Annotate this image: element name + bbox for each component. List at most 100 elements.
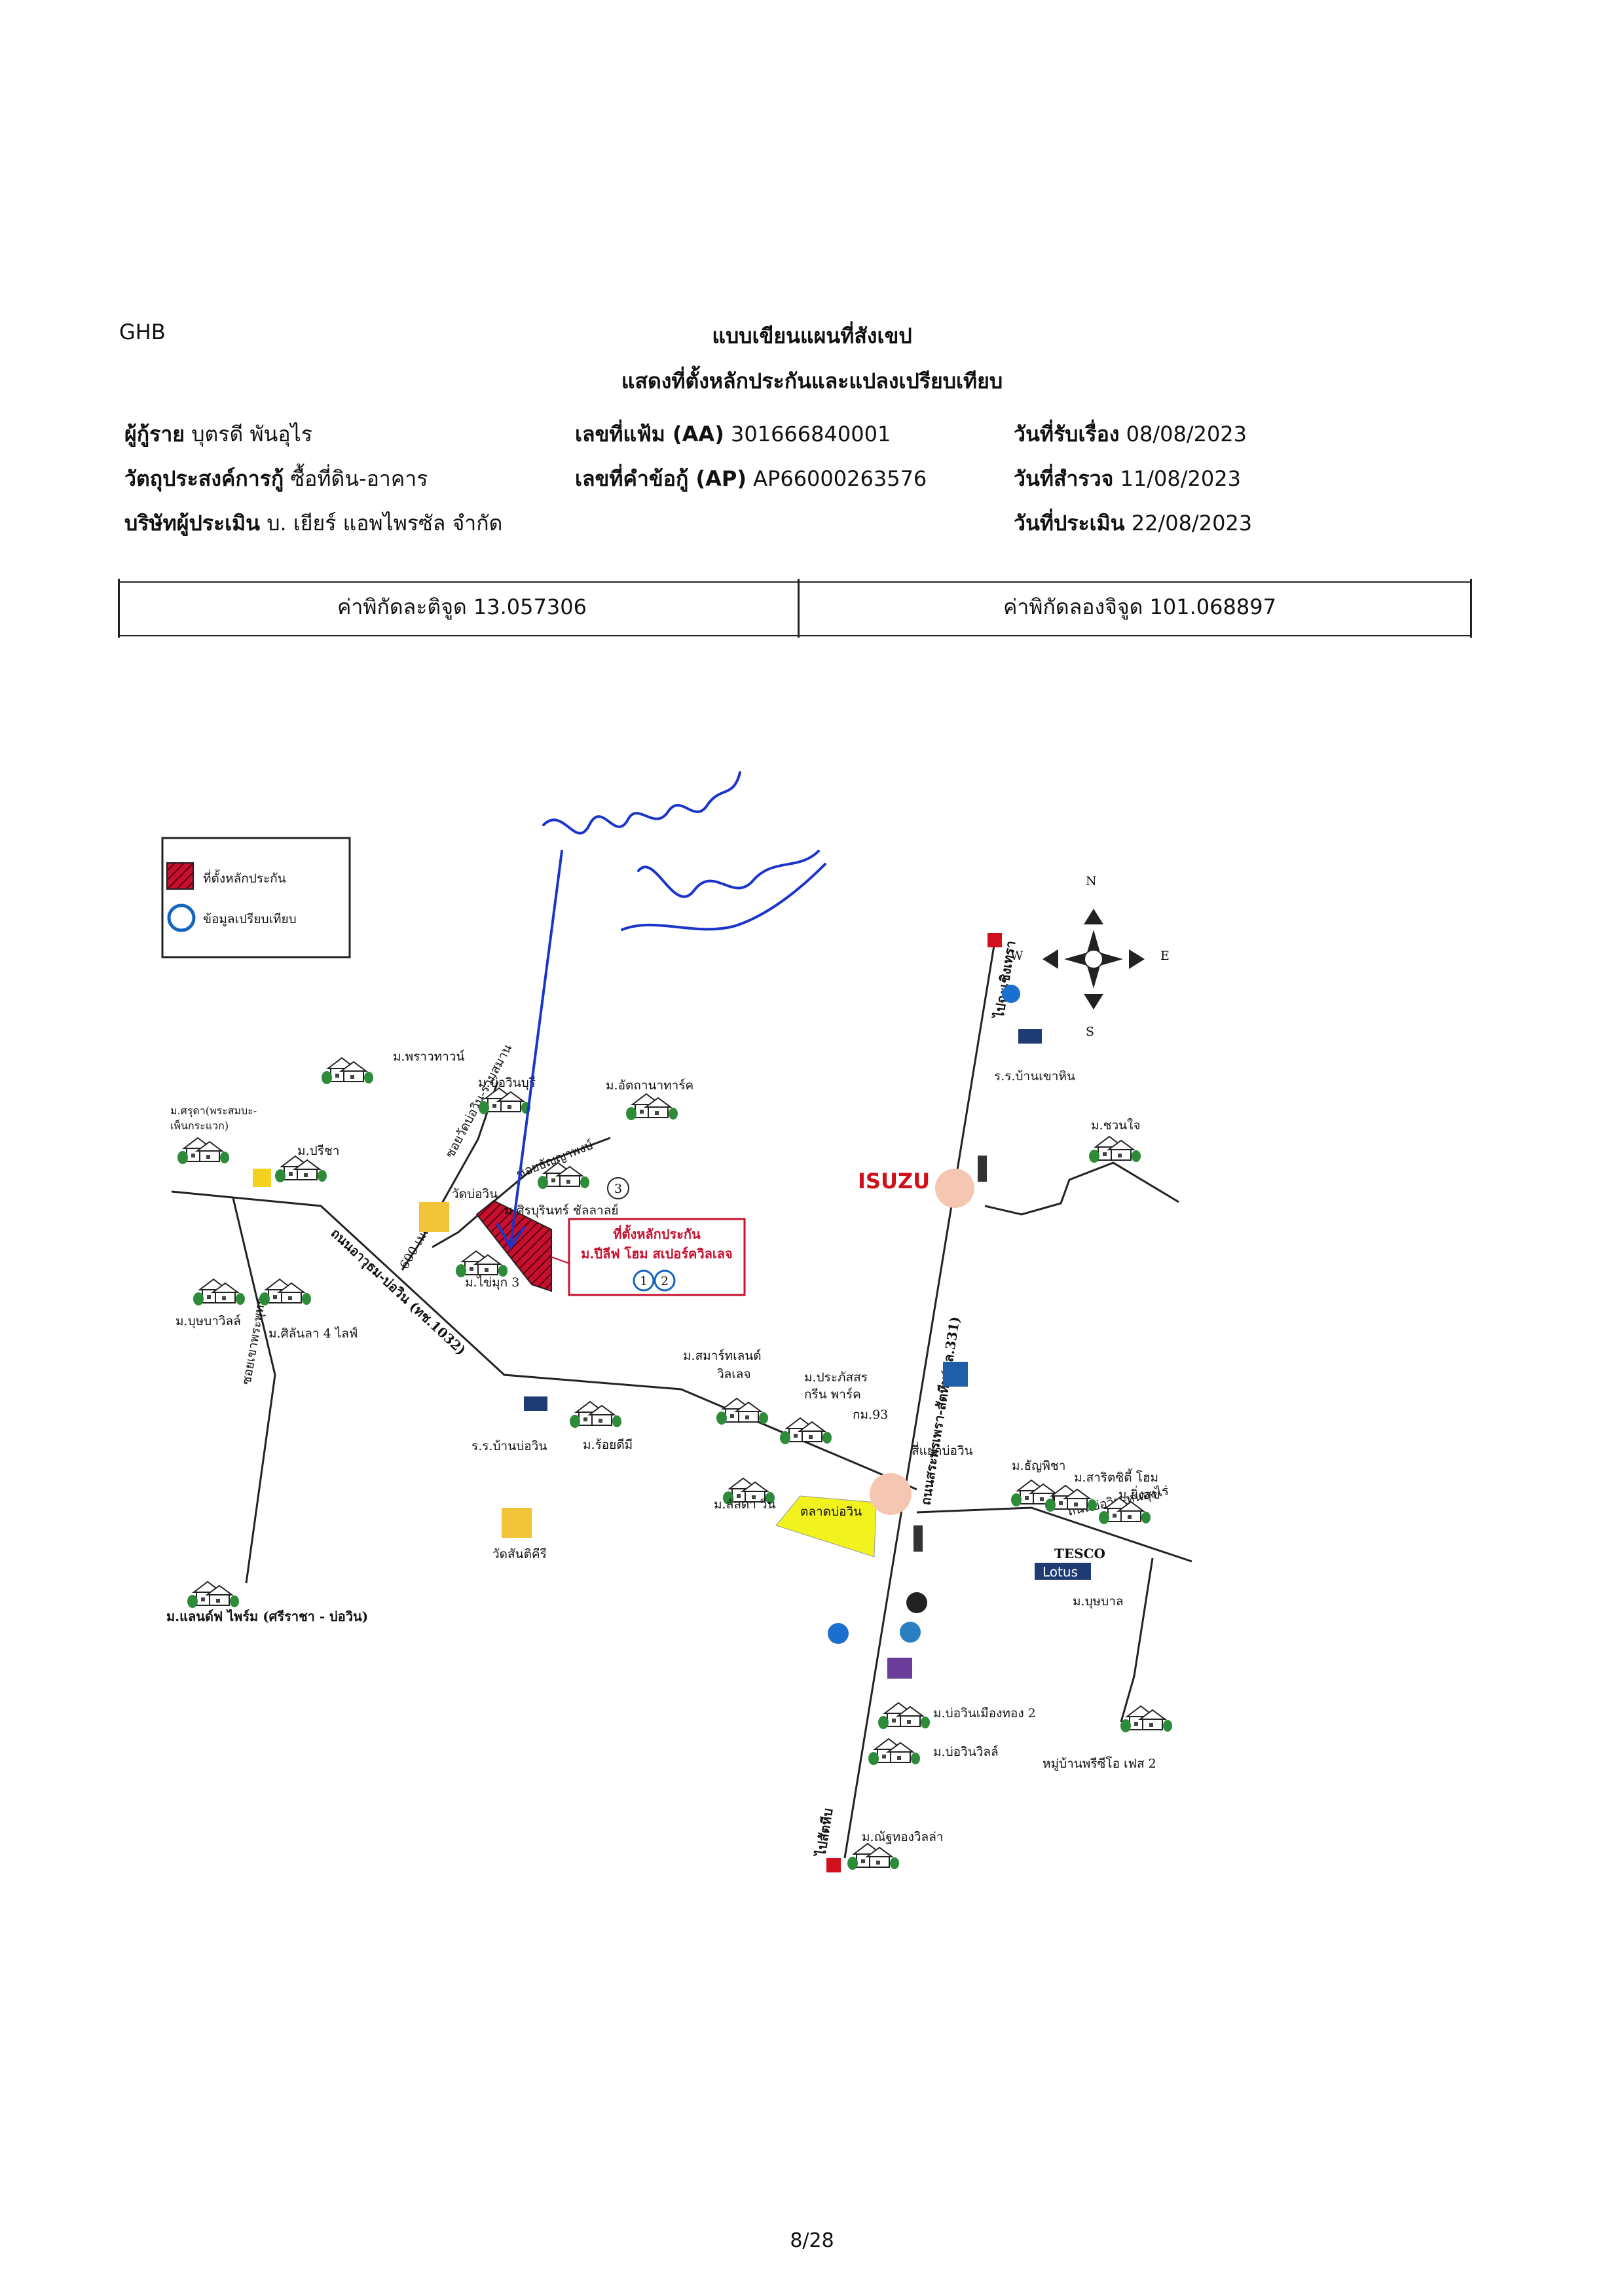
doc-title: แบบเขียนแผนที่สังเขป — [712, 323, 912, 348]
coordinate-divider — [118, 579, 120, 638]
temple-icon — [419, 1202, 449, 1232]
latitude-value: 13.057306 — [473, 594, 587, 619]
comparison-marker-3-label: 3 — [614, 1182, 622, 1196]
place-km93: กม.93 — [853, 1408, 888, 1422]
company-label: บริษัทผู้ประเมิน — [124, 511, 261, 536]
legend-collateral-label: ที่ตั้งหลักประกัน — [203, 869, 286, 886]
gas-station-icon — [1002, 985, 1020, 1003]
comparison-marker-3 — [607, 1177, 629, 1199]
place-lalla: ม.ลัลดา วิน — [714, 1497, 776, 1512]
latitude-label: ค่าพิกัดละติจูด — [337, 594, 467, 619]
house-icon — [1088, 1136, 1141, 1163]
longitude-value: 101.068897 — [1149, 594, 1276, 619]
received-row: วันที่รับเรื่อง 08/08/2023 — [1014, 418, 1247, 451]
gas-station-icon — [828, 1623, 849, 1644]
compass-e: E — [1160, 949, 1170, 963]
comparison-marker-1-label: 1 — [640, 1274, 648, 1288]
house-icon — [187, 1581, 240, 1609]
handwritten-signature — [496, 771, 826, 1250]
place-rueng: ม.ร้อยดีมี — [583, 1438, 633, 1452]
isuzu-logo-text: ISUZU — [858, 1169, 930, 1194]
place-prakai: ม.ประภัสสร — [804, 1370, 868, 1385]
soi-south-line — [1120, 1558, 1154, 1722]
bank-icon — [943, 1362, 968, 1387]
place-school-bowin: ร.ร.บ้านบ่อวิน — [471, 1439, 547, 1453]
house-icon — [877, 1702, 931, 1730]
house-icon — [321, 1057, 374, 1085]
place-yingsuk: ม.ยิ่งสุข — [1118, 1485, 1160, 1503]
borrower-value: บุตรดี พันอุไร — [191, 422, 312, 446]
borrower-row: ผู้กู้ราย บุตรดี พันอุไร — [124, 418, 312, 451]
house-icon — [1120, 1705, 1173, 1733]
road-331-line — [843, 937, 997, 1859]
lotus-text: Lotus — [1043, 1564, 1078, 1580]
appraisal-value: 22/08/2023 — [1131, 511, 1253, 536]
place-sam-yaek: สี่แยกบ่อวิน — [912, 1442, 973, 1458]
bowin-intersection — [870, 1473, 912, 1515]
place-chuanchai: ม.ชวนใจ — [1091, 1118, 1141, 1133]
place-silanla: ม.ศิลันลา 4 ไลฟ์ — [268, 1326, 358, 1341]
map-legend: ที่ตั้งหลักประกัน ข้อมูลเปรียบเทียบ — [161, 837, 351, 958]
house-icon — [274, 1156, 327, 1183]
place-sriburin: ม.ศิรบุรินทร์ ชัลลาลย์ — [504, 1203, 618, 1218]
survey-value: 11/08/2023 — [1120, 466, 1241, 491]
borrower-label: ผู้กู้ราย — [124, 422, 185, 446]
gas-station-icon — [906, 1592, 927, 1613]
company-row: บริษัทผู้ประเมิน บ. เยียร์ แอพไพรซัล จำก… — [124, 507, 502, 540]
file-label: เลขที่แฟ้ม (AA) — [575, 422, 724, 446]
company-value: บ. เยียร์ แอพไพรซัล จำกัด — [267, 511, 503, 536]
soi-west-label: ซอยเขาพระพุทธ — [239, 1296, 269, 1386]
place-smart2: วิลเลจ — [717, 1367, 751, 1381]
isuzu-intersection — [935, 1169, 974, 1208]
market-label: ตลาดบ่อวิน — [800, 1504, 862, 1519]
longitude-label: ค่าพิกัดลองจิจูด — [1003, 594, 1143, 619]
east-road-line — [916, 1506, 1192, 1563]
compass-s: S — [1086, 1025, 1094, 1039]
house-icon — [177, 1137, 230, 1165]
store-icon — [253, 1169, 271, 1187]
compass-n: N — [1086, 874, 1097, 888]
appraisal-label: วันที่ประเมิน — [1014, 511, 1125, 536]
request-value: AP66000263576 — [753, 466, 927, 491]
coordinate-divider — [798, 579, 800, 638]
comparison-marker-2-label: 2 — [661, 1274, 669, 1288]
collateral-parcel — [475, 1199, 552, 1292]
survey-label: วันที่สำรวจ — [1014, 466, 1114, 491]
soi-dhan-line — [432, 1137, 611, 1248]
file-value: 301666840001 — [730, 422, 891, 446]
traffic-light-icon — [913, 1525, 923, 1552]
longitude: ค่าพิกัดลองจิจูด 101.068897 — [1003, 591, 1276, 624]
doc-subtitle: แสดงที่ตั้งหลักประกันและแปลงเปรียบเทียบ — [621, 369, 1003, 393]
org-code: GHB — [119, 319, 166, 344]
received-label: วันที่รับเรื่อง — [1014, 422, 1120, 446]
request-label: เลขที่คำข้อกู้ (AP) — [575, 466, 747, 491]
place-smart: ม.สมาร์ทเลนด์ — [683, 1349, 762, 1363]
comparison-marker-2 — [654, 1269, 676, 1292]
traffic-light-icon — [978, 1156, 987, 1182]
south-arrow-icon — [826, 1858, 841, 1872]
compass-w: W — [1010, 949, 1024, 963]
coordinate-box: ค่าพิกัดละติจูด 13.057306 ค่าพิกัดลองจิจ… — [118, 579, 1472, 638]
received-value: 08/08/2023 — [1126, 422, 1247, 446]
house-icon — [193, 1279, 246, 1306]
place-thanyasa: ม.ธัญพิชา — [1012, 1459, 1065, 1473]
place-bowin-villa: ม.บ่อวินวิลล์ — [933, 1745, 999, 1759]
collateral-callout: ที่ตั้งหลักประกัน ม.ปีลีฟ โฮม สเปอร์ควิล… — [568, 1218, 746, 1296]
to-north-label: ไปฉะเชิงเทรา — [991, 939, 1019, 1021]
place-boonyawilla: ม.บุษบาวิลล์ — [175, 1314, 241, 1329]
page-number: 8/28 — [790, 2229, 834, 2252]
house-icon — [847, 1843, 900, 1870]
place-prakai2: กรีน พาร์ค — [804, 1387, 861, 1402]
north-arrow-icon — [987, 933, 1002, 947]
soi-west-line — [232, 1197, 276, 1584]
house-icon — [455, 1250, 508, 1278]
place-natthong: ม.ณัฐทองวิลล่า — [862, 1830, 944, 1844]
tesco-text: TESCO — [1054, 1546, 1105, 1561]
house-icon — [625, 1093, 678, 1121]
road-1032-line — [171, 1190, 917, 1491]
lotus-logo — [1035, 1563, 1091, 1580]
place-prao: ม.พราวทาวน์ — [393, 1049, 465, 1064]
compass-rose: N S E W — [1010, 874, 1170, 1039]
place-wat-bowin: วัดบ่อวิน — [452, 1187, 498, 1201]
